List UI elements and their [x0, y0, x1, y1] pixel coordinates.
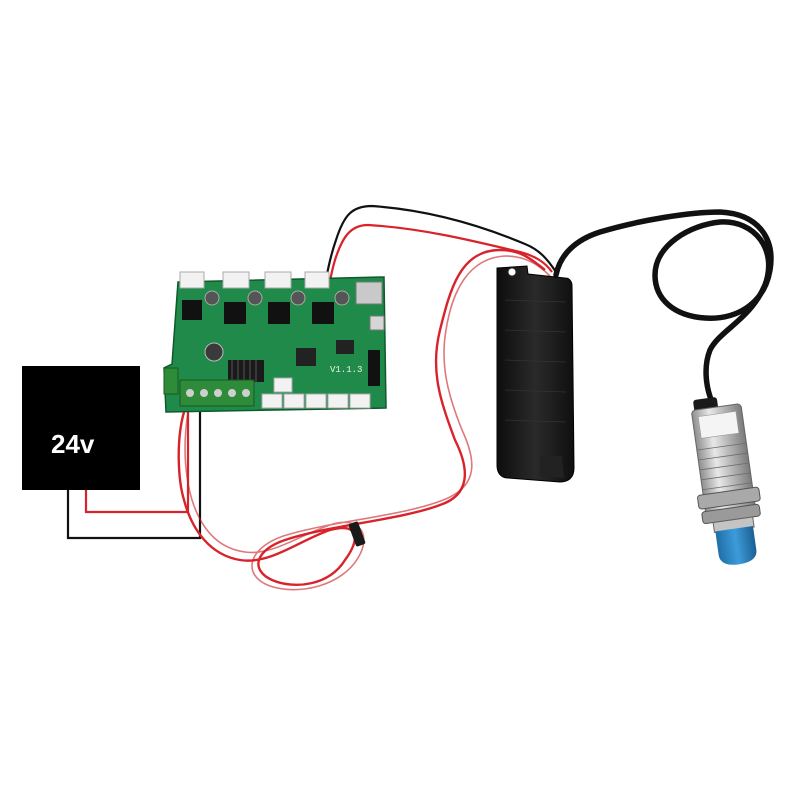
control-board: V1.1.3 [163, 271, 387, 413]
capacitor-2 [247, 290, 263, 306]
psu-wires [66, 410, 202, 540]
driver-4 [312, 302, 334, 324]
sensor-cable [553, 209, 774, 405]
board-silkscreen: V1.1.3 [330, 365, 362, 375]
sensor-cap [715, 526, 757, 565]
connector-top-3 [264, 271, 292, 289]
proximity-sensor [691, 397, 761, 565]
connector-bottom-3 [305, 393, 327, 409]
connector-side [273, 377, 293, 393]
psu-black-wire [66, 410, 202, 540]
relay-module [496, 265, 575, 483]
connector-bottom-1 [261, 393, 283, 409]
mcu-chip [296, 348, 316, 366]
relay-housing [496, 265, 575, 483]
power-supply-box [22, 366, 140, 490]
sensor-nut-1 [697, 486, 761, 510]
power-supply-label: 24v [51, 429, 95, 459]
driver-1 [182, 300, 202, 320]
heatsink [228, 360, 264, 382]
connector-top-2 [222, 271, 250, 289]
cable-tie [348, 521, 366, 547]
driver-2 [224, 302, 246, 324]
relay-mount-hole [507, 267, 517, 277]
connector-bottom-5 [349, 393, 371, 409]
power-supply: 24v [22, 366, 140, 490]
capacitor-big [204, 342, 224, 362]
side-terminal [163, 367, 179, 395]
power-terminal-block [179, 379, 255, 407]
red-loop-wire-2 [184, 255, 551, 591]
usb-port [369, 315, 385, 331]
connector-bottom-2 [283, 393, 305, 409]
relay-texture [504, 299, 567, 423]
capacitor-4 [334, 290, 350, 306]
driver-3 [268, 302, 290, 324]
sensor-label [697, 410, 740, 439]
relay-bottom-tab [540, 455, 564, 478]
connector-top-4 [304, 271, 330, 289]
chip-2 [336, 340, 354, 354]
header-pins [368, 350, 380, 386]
capacitor-3 [290, 290, 306, 306]
connector-top-1 [179, 271, 205, 289]
connector-bottom-4 [327, 393, 349, 409]
psu-red-wire [84, 410, 190, 514]
capacitor-1 [204, 290, 220, 306]
sd-slot [355, 281, 383, 305]
